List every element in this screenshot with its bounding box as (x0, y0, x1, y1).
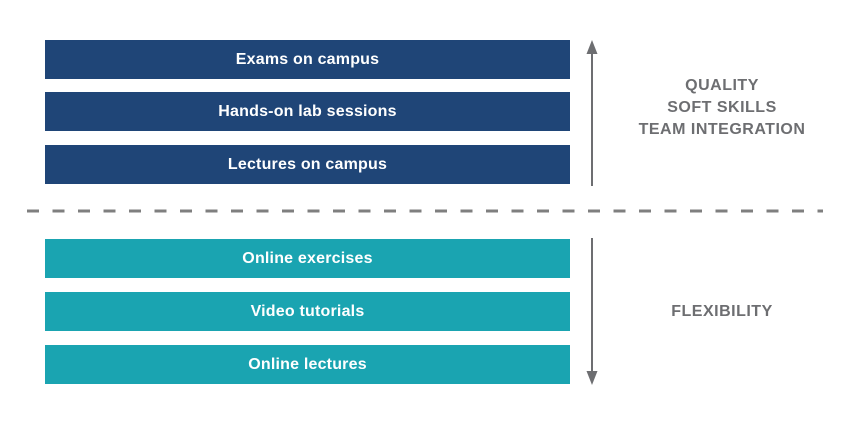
bar-exams-on-campus: Exams on campus (45, 40, 570, 79)
benefit-line: TEAM INTEGRATION (638, 121, 806, 138)
bar-label: Hands-on lab sessions (218, 102, 397, 120)
bar-online-exercises: Online exercises (45, 239, 570, 278)
bar-hands-on-lab-sessions: Hands-on lab sessions (45, 92, 570, 131)
bar-video-tutorials: Video tutorials (45, 292, 570, 331)
online-benefits-label: FLEXIBILITY (622, 301, 822, 323)
on-campus-benefits-label: QUALITY SOFT SKILLS TEAM INTEGRATION (622, 75, 822, 141)
benefit-line: FLEXIBILITY (671, 303, 773, 320)
bar-label: Online exercises (242, 249, 373, 267)
dashed-divider (27, 209, 823, 213)
bar-label: Lectures on campus (227, 155, 388, 173)
bar-online-lectures: Online lectures (45, 345, 570, 384)
arrow-down-icon (586, 238, 598, 385)
bar-lectures-on-campus: Lectures on campus (45, 145, 570, 184)
bar-label: Exams on campus (235, 50, 380, 68)
bar-label: Online lectures (248, 355, 367, 373)
arrow-up-icon (586, 40, 598, 186)
benefit-line: QUALITY (685, 77, 759, 94)
bar-label: Video tutorials (250, 302, 365, 320)
benefit-line: SOFT SKILLS (667, 99, 777, 116)
